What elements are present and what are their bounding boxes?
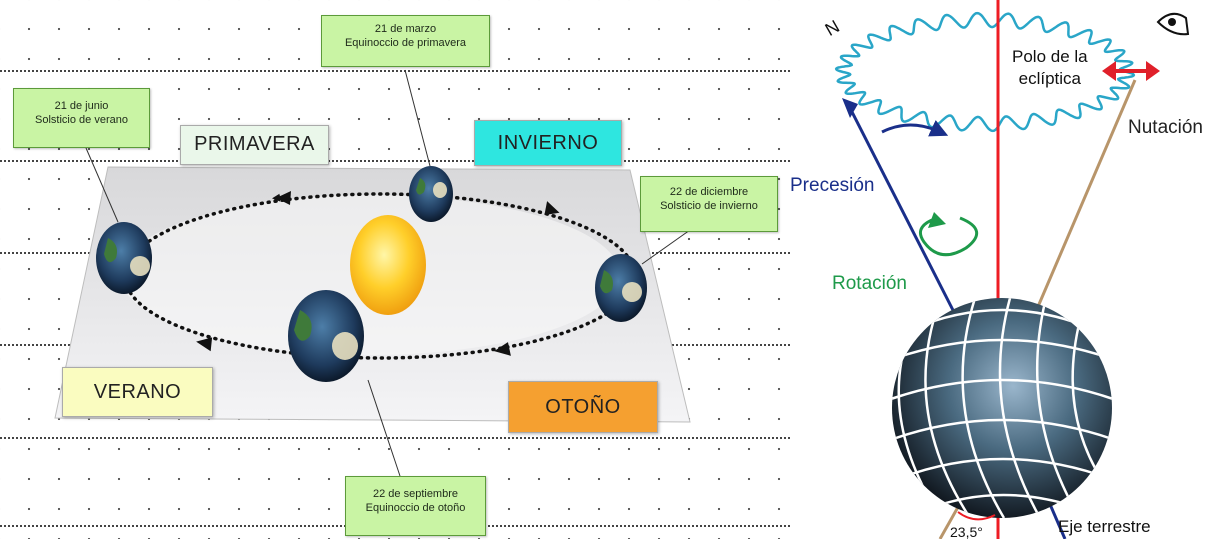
event-date-march: 21 de marzo: [374, 23, 437, 35]
tilt-angle-arc: [957, 511, 996, 521]
axial-tilt-label: 23,5°: [950, 524, 983, 540]
leader-line: [85, 147, 119, 223]
earth-december: [595, 254, 647, 322]
earth-september: [288, 290, 364, 382]
leader-line: [404, 69, 431, 167]
event-name-march: Equinoccio de primavera: [344, 37, 467, 49]
season-label-verano: VERANO: [62, 367, 213, 417]
leader-line: [367, 379, 401, 477]
season-label-primavera: PRIMAVERA: [180, 125, 329, 165]
double-arrow-icon: [1102, 61, 1160, 81]
rotation-arrow-icon: [918, 216, 978, 257]
nutation-label: Nutación: [1128, 117, 1203, 138]
cone-line: [1026, 79, 1137, 331]
precession-label: Precesión: [790, 175, 875, 196]
season-label-invierno: INVIERNO: [474, 120, 622, 166]
earth-axis-label: Eje terrestre: [1058, 517, 1151, 536]
earth-axis-line: [848, 107, 960, 321]
ecliptic-pole-label-line1: Polo de la: [1012, 47, 1088, 66]
event-name-september: Equinoccio de otoño: [365, 502, 466, 514]
precession-arrow: [881, 120, 949, 137]
orbit-arrow: [276, 191, 291, 205]
earth-axis-diagram: N Polo de la eclíptica Nutación Precesió…: [790, 0, 1223, 540]
event-date-june: 21 de junio: [54, 100, 109, 112]
eye-icon: [1156, 12, 1190, 36]
event-label-december: 22 de diciembre Solsticio de invierno: [640, 176, 778, 232]
event-date-september: 22 de septiembre: [373, 488, 458, 500]
seasons-diagram: 21 de marzo Equinoccio de primavera 21 d…: [0, 0, 790, 539]
sun: [350, 215, 426, 315]
event-name-december: Solsticio de invierno: [660, 200, 758, 212]
orbit-arrow: [196, 337, 213, 352]
nutation-wave: [834, 11, 1136, 133]
earth-axis-arrowhead: [842, 98, 858, 118]
orbit-arrow: [494, 342, 511, 356]
event-label-june: 21 de junio Solsticio de verano: [13, 88, 150, 148]
leader-line: [641, 229, 691, 265]
earth-globe: [892, 298, 1112, 518]
ecliptic-pole-label: Polo de la eclíptica: [1012, 46, 1088, 90]
event-date-december: 22 de diciembre: [669, 186, 749, 198]
season-label-otono: OTOÑO: [508, 381, 658, 433]
rotation-label: Rotación: [832, 273, 907, 294]
orbit-arrow: [544, 201, 560, 215]
ecliptic-pole-label-line2: eclíptica: [1018, 69, 1081, 88]
event-label-september: 22 de septiembre Equinoccio de otoño: [345, 476, 486, 536]
event-name-june: Solsticio de verano: [35, 114, 128, 126]
axis-illustration: [834, 0, 1190, 539]
event-label-march: 21 de marzo Equinoccio de primavera: [321, 15, 490, 67]
orbit-illustration: [54, 69, 691, 477]
earth-june: [96, 222, 152, 294]
earth-march: [409, 166, 453, 222]
